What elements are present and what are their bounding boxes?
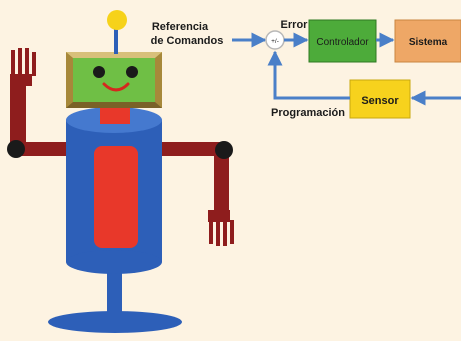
controller-label: Controlador [316,37,369,48]
error-label: Error [281,19,309,31]
robot-antenna [114,28,118,54]
feedback-path [267,50,350,100]
reference-label: Referencia [152,21,209,33]
robot-body [66,107,162,274]
control-block-diagram: Referencia de Comandos +/- Error Control… [151,19,461,119]
robot-neck [100,104,130,124]
robot-antenna-ball [107,10,127,30]
robot-chest-panel [94,146,138,248]
system-block [394,19,461,63]
reference-label-2: de Comandos [151,35,224,47]
robot-left-eye [93,66,105,78]
robot-illustration [7,10,234,333]
sensor-label: Sensor [361,95,399,107]
robot-base [48,311,182,333]
controller-block [308,19,377,63]
feedback-label: Programación [271,107,345,119]
robot-head [66,52,162,108]
robot-left-arm [7,48,70,158]
robot-right-arm [162,141,234,246]
system-label: Sistema [409,37,448,48]
robot-stand [107,268,122,320]
robot-smile [102,82,130,92]
summing-junction-text: +/- [271,38,279,45]
robot-right-eye [126,66,138,78]
